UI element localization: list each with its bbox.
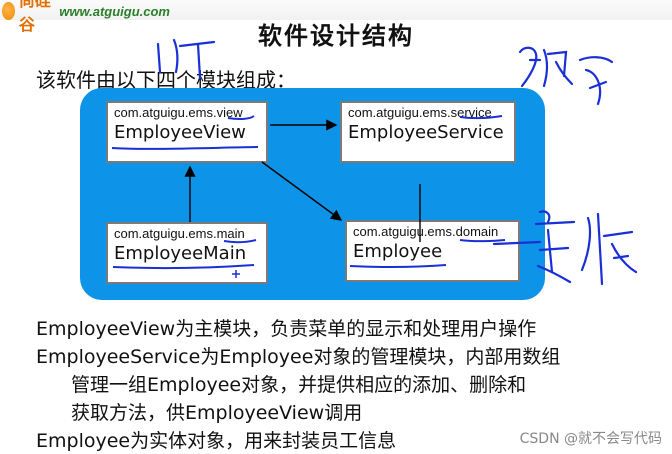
logo-url: www.atguigu.com [59, 3, 170, 19]
description-line: 获取方法，供EmployeeView调用 [71, 402, 363, 424]
handwritten-underline [112, 264, 255, 270]
module-name: EmployeeView [114, 122, 246, 143]
handwritten-underline [111, 146, 259, 150]
module-employee-service: com.atguigu.ems.service EmployeeService [340, 101, 516, 163]
module-package: com.atguigu.ems.domain [353, 224, 499, 239]
handwritten-underline [223, 239, 257, 244]
handwritten-scribble [518, 46, 614, 106]
logo: 尚硅谷 www.atguigu.com [0, 0, 170, 34]
module-package: com.atguigu.ems.service [348, 105, 492, 120]
description-line: 管理一组Employee对象，并提供相应的添加、删除和 [71, 374, 527, 396]
handwritten-underline [459, 239, 506, 243]
page-title: 软件设计结构 [258, 22, 414, 50]
top-bar [0, 0, 672, 20]
description-line: EmployeeService为Employee对象的管理模块，内部用数组 [36, 346, 561, 368]
watermark: CSDN @就不会写代码 [519, 431, 662, 447]
logo-icon [2, 2, 15, 20]
module-name: Employee [353, 241, 443, 262]
module-employee-view: com.atguigu.ems.view EmployeeView [106, 101, 268, 163]
module-package: com.atguigu.ems.main [114, 226, 245, 241]
handwritten-scribble [492, 210, 638, 286]
logo-text: 尚硅谷 [18, 0, 51, 34]
handwritten-underline [459, 115, 503, 120]
module-name: EmployeeMain [114, 243, 247, 264]
handwritten-underline [227, 115, 255, 121]
description-line: Employee为实体对象，用来封装员工信息 [36, 430, 397, 452]
handwritten-scribble [156, 38, 216, 80]
handwritten-underline [349, 264, 447, 269]
module-employee-main: com.atguigu.ems.main EmployeeMain [106, 222, 268, 284]
arrow-view-to-domain [261, 161, 343, 221]
description-line: EmployeeView为主模块，负责菜单的显示和处理用户操作 [36, 318, 537, 340]
handwritten-mark [232, 270, 240, 278]
module-name: EmployeeService [348, 122, 504, 143]
module-package: com.atguigu.ems.view [114, 105, 243, 120]
module-employee-domain: com.atguigu.ems.domain Employee [345, 220, 520, 282]
